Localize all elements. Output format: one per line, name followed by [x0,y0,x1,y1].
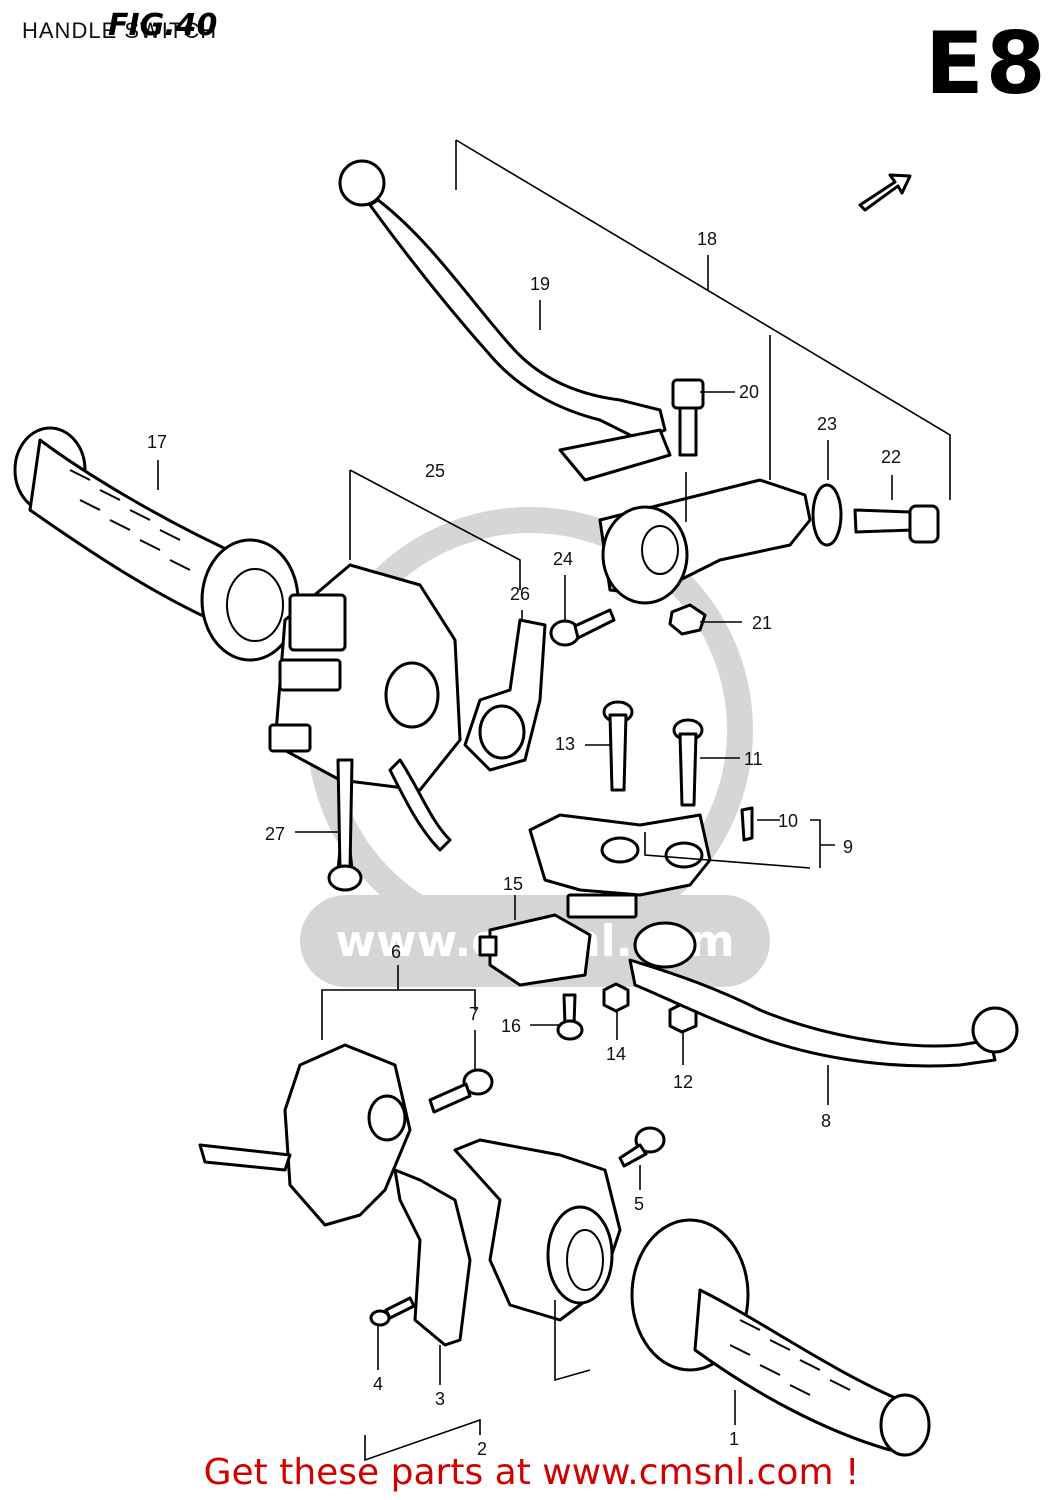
callout-8: 8 [821,1111,831,1131]
nut-14 [602,982,630,1013]
brake-switch-15 [478,913,592,987]
pivot-bolt-13 [602,700,634,792]
screw-24 [549,608,616,647]
left-switch-housing [268,563,462,852]
right-grip [630,1218,931,1457]
screw-5 [618,1126,666,1168]
callout-10: 10 [778,811,798,831]
throttle-housing [393,1138,622,1347]
callout-26: 26 [510,584,530,604]
callout-21: 21 [752,613,772,633]
choke-lever [463,618,547,772]
callout-13: 13 [555,734,575,754]
screw-16 [556,993,584,1041]
callout-7: 7 [469,1004,479,1024]
screw-7 [428,1068,494,1114]
callout-14: 14 [606,1044,626,1064]
callout-17: 17 [147,432,167,452]
screw-4 [369,1296,416,1327]
direction-arrow-icon [858,173,912,212]
callout-labels: 1 2 3 4 5 6 7 8 9 10 11 12 13 14 15 16 1… [147,229,901,1459]
callout-12: 12 [673,1072,693,1092]
leader-lines [157,139,951,1462]
callout-15: 15 [503,874,523,894]
callout-2: 2 [477,1439,487,1459]
lever-holder-9 [528,813,712,919]
callout-25: 25 [425,461,445,481]
callout-20: 20 [739,382,759,402]
callout-4: 4 [373,1374,383,1394]
callout-9: 9 [843,837,853,857]
callout-16: 16 [501,1016,521,1036]
left-grip [13,426,300,662]
front-lever-assembly [338,159,940,636]
figure-label: FIG.40 [108,8,218,43]
right-switch-6 [198,1043,412,1227]
section-code: E8 [925,14,1048,114]
callout-3: 3 [435,1389,445,1409]
callout-27: 27 [265,824,285,844]
screw-27 [327,758,363,892]
callout-5: 5 [634,1194,644,1214]
pin-10 [740,806,754,842]
callout-18: 18 [697,229,717,249]
pivot-bolt-11 [672,718,704,807]
callout-23: 23 [817,414,837,434]
callout-22: 22 [881,447,901,467]
callout-24: 24 [553,549,573,569]
callout-6: 6 [391,942,401,962]
callout-1: 1 [729,1429,739,1449]
diagram-title: HANDLE SWITCH [22,18,218,43]
callout-19: 19 [530,274,550,294]
callout-11: 11 [744,749,763,769]
lever-8 [628,921,1019,1068]
footer-link[interactable]: Get these parts at www.cmsnl.com ! [203,1452,860,1493]
